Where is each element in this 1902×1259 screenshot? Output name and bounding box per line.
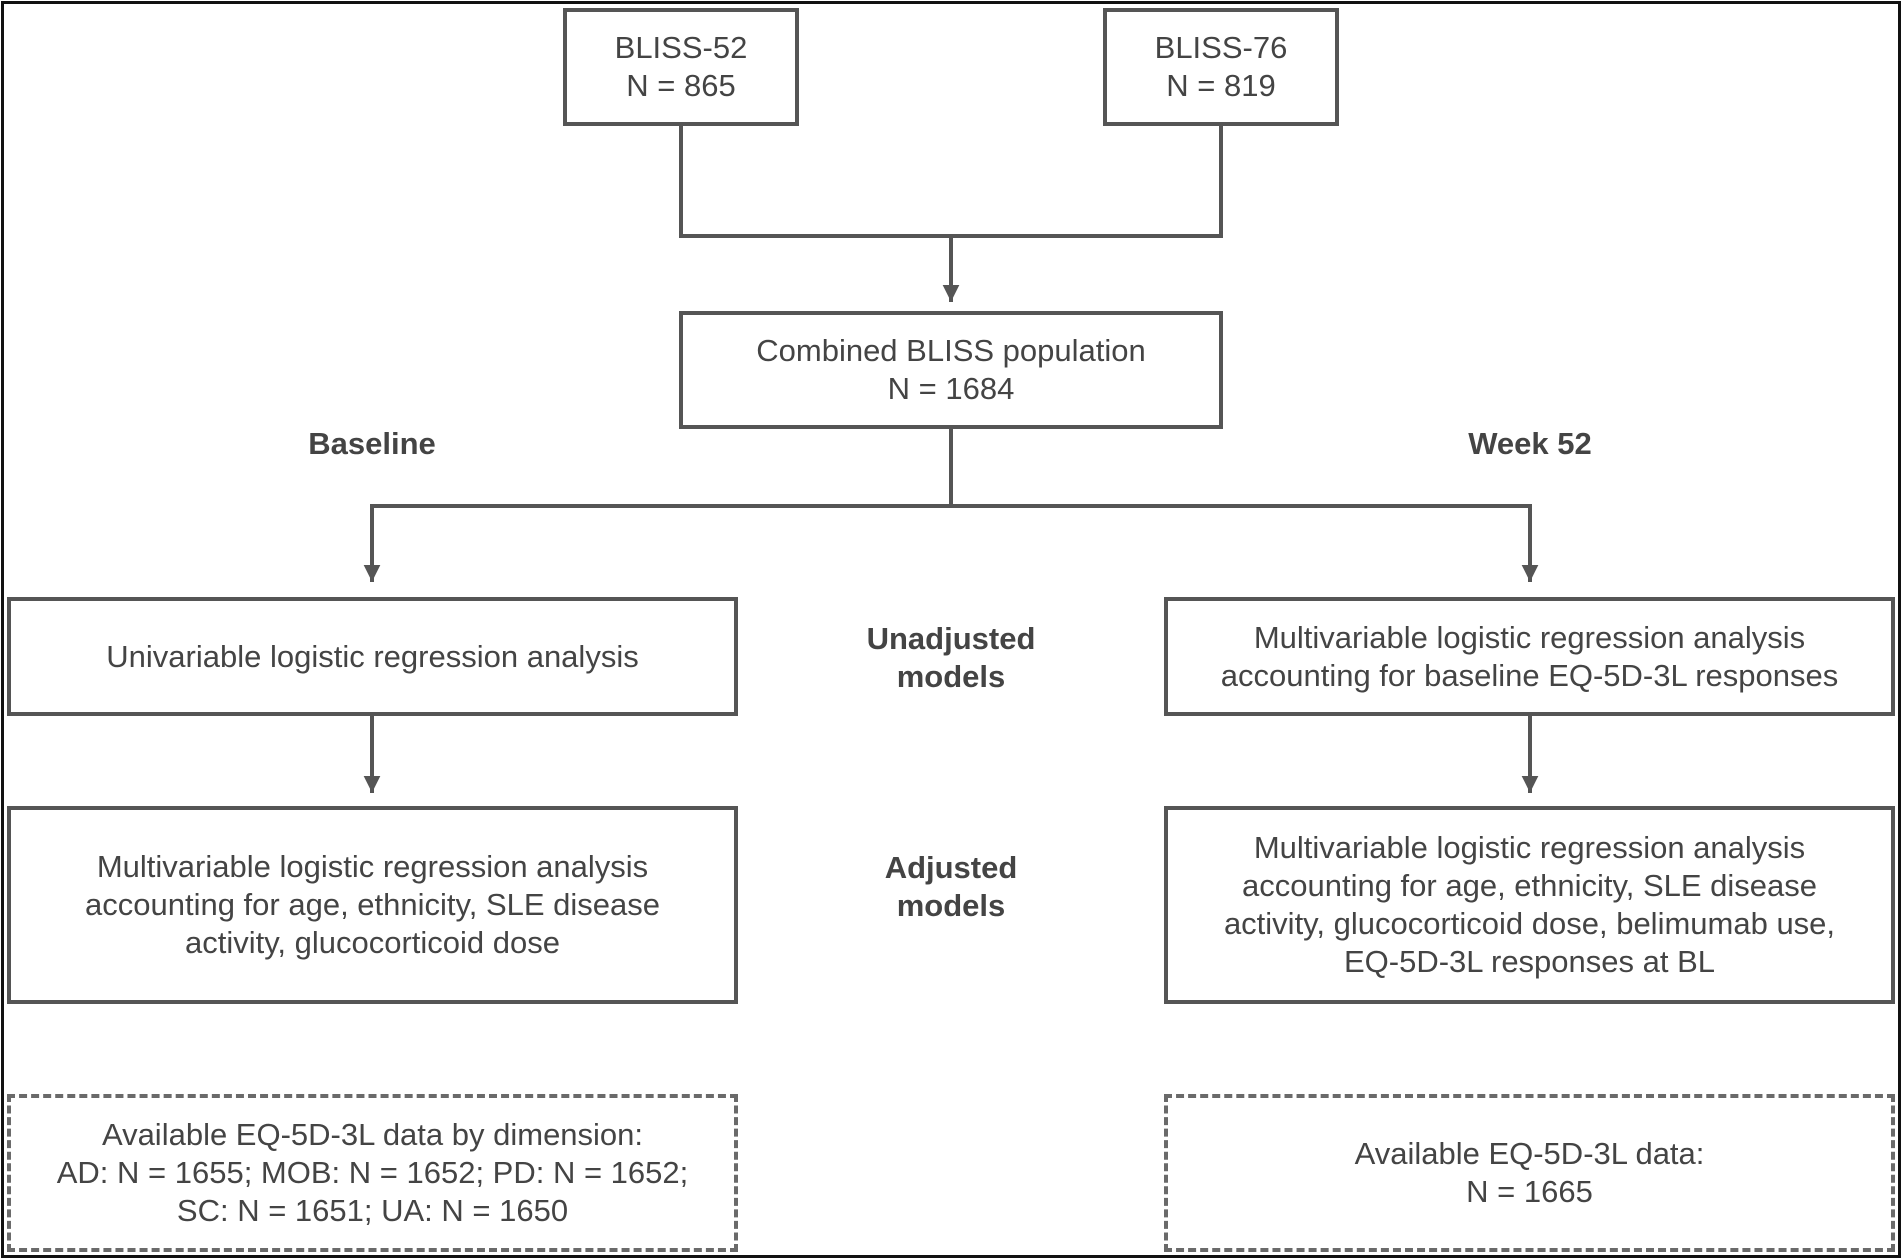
text-line: AD: N = 1655; MOB: N = 1652; PD: N = 165… xyxy=(56,1155,689,1190)
baseline-label: Baseline xyxy=(308,426,436,461)
week52-multivariable-box: Multivariable logistic regression analys… xyxy=(1164,597,1895,716)
text-line: accounting for age, ethnicity, SLE disea… xyxy=(85,887,660,922)
merge-connector xyxy=(679,124,1223,238)
text-line: Multivariable logistic regression analys… xyxy=(1253,619,1806,655)
text-line: models xyxy=(896,888,1006,923)
text-line: Available EQ-5D-3L data: xyxy=(1354,1136,1705,1171)
baseline-data-availability-box: Available EQ-5D-3L data by dimension:AD:… xyxy=(7,1094,738,1252)
text-line: BLISS-52 xyxy=(614,30,748,65)
text-line: accounting for baseline EQ-5D-3L respons… xyxy=(1220,657,1839,693)
text-line: Multivariable logistic regression analys… xyxy=(96,849,649,884)
text-line: Adjusted xyxy=(884,850,1018,885)
text-line: activity, glucocorticoid dose xyxy=(184,925,561,960)
week52-label: Week 52 xyxy=(1468,426,1592,461)
week52-data-availability-box: Available EQ-5D-3L data:N = 1665 xyxy=(1164,1094,1895,1252)
text-line: Multivariable logistic regression analys… xyxy=(1253,830,1806,865)
text-line: Combined BLISS population xyxy=(756,333,1146,368)
text-line: BLISS-76 xyxy=(1154,30,1288,65)
text-line: Univariable logistic regression analysis xyxy=(106,638,639,674)
week52-adjusted-box: Multivariable logistic regression analys… xyxy=(1164,806,1895,1004)
text-line: Unadjusted xyxy=(866,621,1036,656)
baseline-adjusted-box: Multivariable logistic regression analys… xyxy=(7,806,738,1004)
text-line: activity, glucocorticoid dose, belimumab… xyxy=(1223,906,1836,941)
text-line: N = 1684 xyxy=(887,371,1015,406)
text-line: Available EQ-5D-3L data by dimension: xyxy=(101,1117,644,1152)
text-line: N = 865 xyxy=(626,68,736,103)
text-line: N = 1665 xyxy=(1466,1174,1593,1209)
text-line: accounting for age, ethnicity, SLE disea… xyxy=(1242,868,1817,903)
text-line: N = 819 xyxy=(1166,68,1276,103)
baseline-univariable-box: Univariable logistic regression analysis xyxy=(7,597,738,716)
text-line: EQ-5D-3L responses at BL xyxy=(1343,944,1716,979)
text-line: SC: N = 1651; UA: N = 1650 xyxy=(176,1193,569,1228)
text-line: models xyxy=(896,659,1006,694)
